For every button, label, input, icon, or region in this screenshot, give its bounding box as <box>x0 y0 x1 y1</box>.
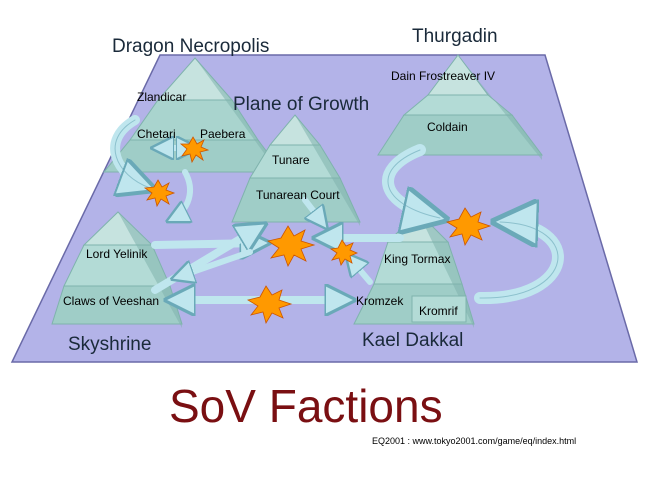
thurgadin-pyramid <box>377 54 543 160</box>
region-dragon-necropolis: Dragon Necropolis <box>112 36 269 57</box>
credit-line: EQ2001 : www.tokyo2001.com/game/eq/index… <box>372 436 576 446</box>
faction-kromzek: Kromzek <box>356 294 404 308</box>
burst-claws-kromzek <box>246 285 293 325</box>
arrow-court-burst <box>302 197 325 226</box>
faction-tunare: Tunare <box>272 153 310 167</box>
faction-tunarean-court: Tunarean Court <box>256 188 340 202</box>
burst-chetari-paebera <box>179 136 210 164</box>
burst-tunarean <box>266 225 316 267</box>
burst-thurgadin <box>445 207 492 247</box>
region-thurgadin: Thurgadin <box>412 26 498 47</box>
region-skyshrine: Skyshrine <box>68 334 151 355</box>
burst-necropolis <box>143 179 176 208</box>
diagram-title: SoV Factions <box>169 380 443 432</box>
arrow-necropolis-skyshrine <box>170 169 193 220</box>
plane-of-growth-pyramid <box>231 114 361 226</box>
faction-dain-frostreaver: Dain Frostreaver IV <box>391 69 495 83</box>
region-plane-of-growth: Plane of Growth <box>233 94 369 115</box>
faction-king-tormax: King Tormax <box>384 252 450 266</box>
arrow-kromzek-burst <box>348 256 373 285</box>
faction-chetari: Chetari <box>137 127 176 141</box>
faction-paebera: Paebera <box>200 127 246 141</box>
region-kael-dakkal: Kael Dakkal <box>362 330 463 351</box>
faction-coldain: Coldain <box>427 120 468 134</box>
conflict-bursts <box>143 136 492 325</box>
arrow-growth-skyshrine <box>175 249 253 278</box>
faction-kromrif: Kromrif <box>419 304 458 318</box>
faction-zlandicar: Zlandicar <box>137 90 186 104</box>
burst-kromzek-small <box>329 239 359 266</box>
arrow-yelinik-burst <box>151 243 265 245</box>
faction-lord-yelinik: Lord Yelinik <box>86 247 148 261</box>
faction-claws-of-veeshan: Claws of Veeshan <box>63 294 159 308</box>
kromrif-box <box>411 295 467 323</box>
skyshrine-pyramid <box>51 211 183 328</box>
